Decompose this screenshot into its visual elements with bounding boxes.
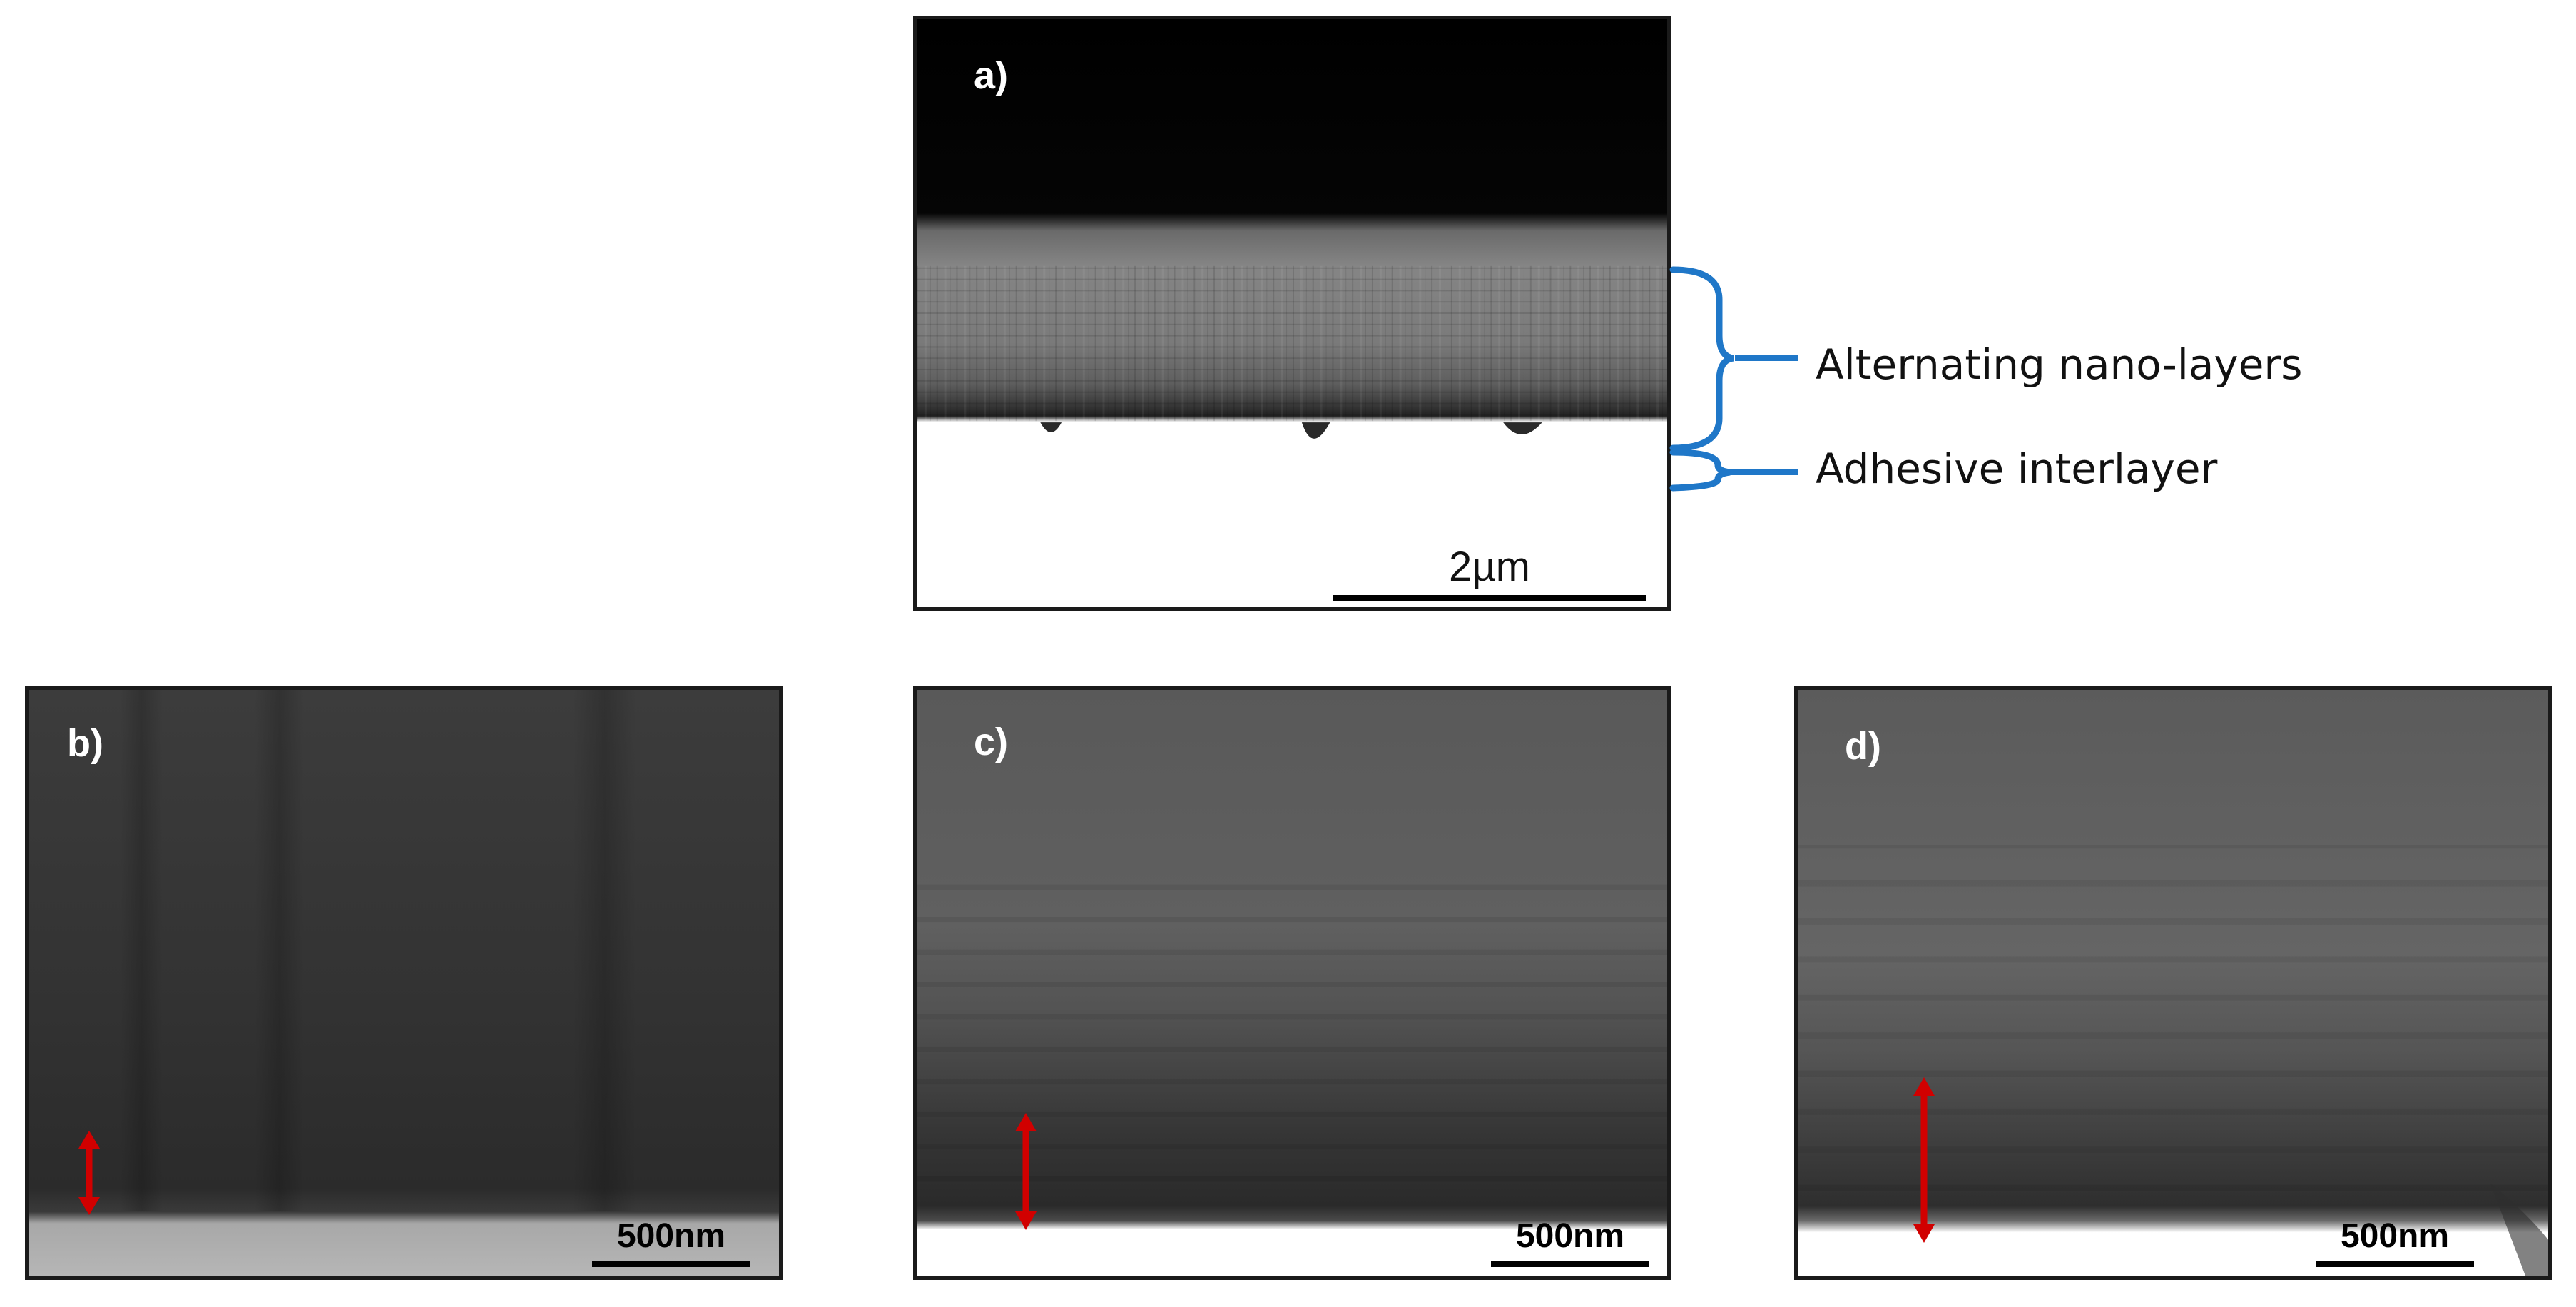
panel-c-scale-bar: 500nm [1491, 1205, 1649, 1269]
panel-c-image [917, 690, 1667, 1276]
panel-b-scale-label: 500nm [616, 1217, 726, 1255]
adhesive-interlayer-annotation: Adhesive interlayer [1816, 444, 2218, 493]
panel-c-scale-line [1491, 1261, 1649, 1267]
panel-d-label: d) [1845, 725, 1881, 768]
alternating-layers-annotation: Alternating nano-layers [1816, 340, 2303, 389]
panel-c: c) 500nm [913, 686, 1671, 1280]
panel-a-scale-line [1333, 595, 1646, 601]
panel-b: b) 500nm [25, 686, 783, 1280]
panel-a-label: a) [974, 54, 1009, 97]
panel-b-label: b) [67, 722, 103, 765]
panel-a-scale-label: 2µm [1449, 544, 1530, 590]
panel-d-image [1798, 690, 2548, 1276]
panel-b-scale-line [592, 1261, 750, 1267]
panel-b-image [29, 690, 779, 1276]
panel-c-label: c) [974, 721, 1009, 763]
alternating-bracket-icon [1669, 266, 1734, 452]
panel-c-scale-label: 500nm [1515, 1217, 1625, 1255]
panel-b-scale-bar: 500nm [592, 1204, 750, 1268]
panel-a-scale-bar: 2µm [1333, 529, 1646, 601]
panel-a-image [917, 19, 1667, 607]
panel-d: d) 500nm [1794, 686, 2552, 1280]
panel-d-scale-line [2316, 1261, 2474, 1267]
panel-d-scale-bar: 500nm [2316, 1205, 2474, 1269]
panel-a: a) 2µm [913, 16, 1671, 611]
adhesive-bracket-icon [1669, 449, 1731, 492]
panel-d-scale-label: 500nm [2340, 1217, 2450, 1255]
